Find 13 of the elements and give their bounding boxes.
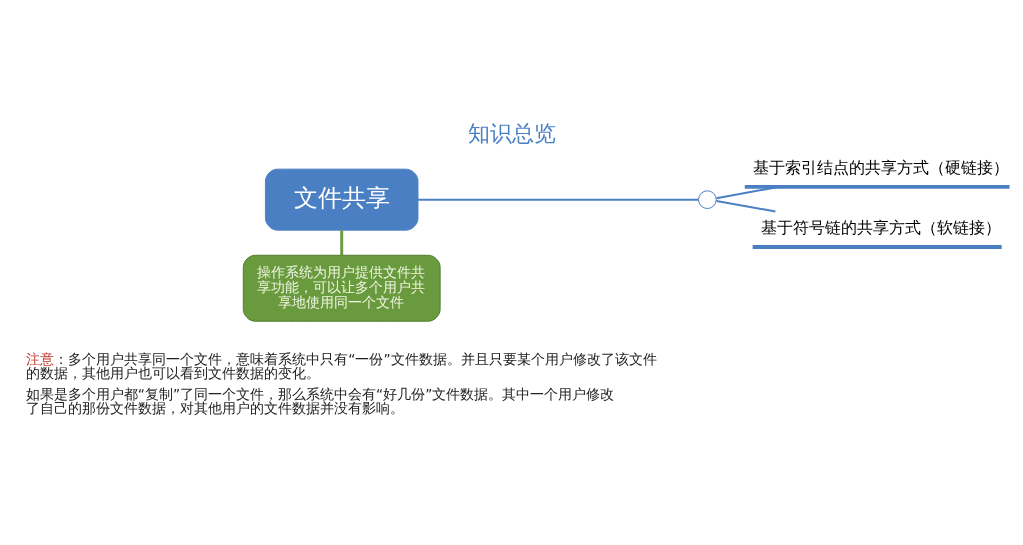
label: 如果是多个用户都“复制”了同一个文件，那么系统中会有“好几份”文件数据。其中一个用户修改了自己的那份文件数据，对其他用户的文件数据并没有影响。 (25, 385, 615, 417)
connector (715, 200, 777, 213)
label: 注意 (25, 351, 54, 368)
connector (417, 198, 700, 201)
node-box: 文件共享 (264, 168, 419, 231)
connector (715, 185, 780, 200)
connector (340, 230, 344, 256)
node-circle (698, 190, 717, 209)
node-text: 基于符号链的共享方式（软链接） (760, 217, 1001, 237)
node-text: 基于索引结点的共享方式（硬链接） (752, 157, 1009, 177)
diagram-title: 知识总览 (468, 121, 557, 147)
node-box: 操作系统为用户提供文件共享功能，可以让多个用户共享地使用同一个文件 (242, 254, 441, 322)
label: 的数据，其他用户也可以看到文件数据的变化。 (25, 365, 320, 382)
